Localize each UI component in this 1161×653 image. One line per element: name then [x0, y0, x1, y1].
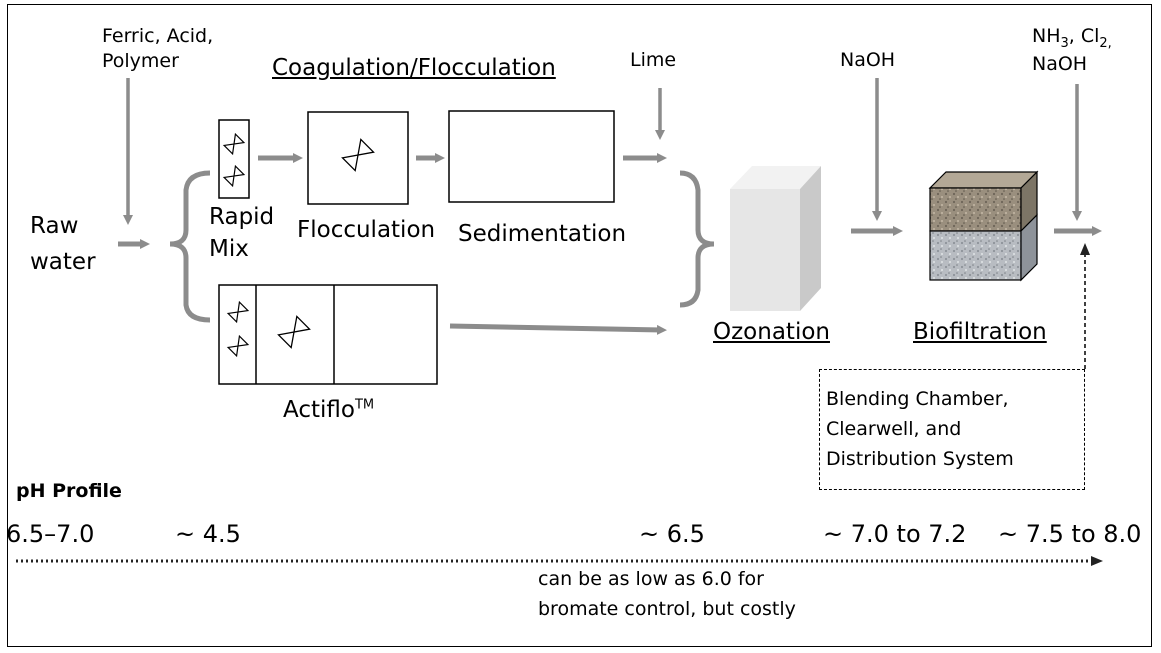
rapid-mix-tank [218, 119, 250, 199]
label-ferric-acid-polymer-2: Polymer [102, 50, 179, 72]
label-raw-water-1: Raw [30, 213, 79, 239]
label-rapid-mix-1: Rapid [209, 204, 275, 230]
label-ferric-acid-polymer-1: Ferric, Acid, [102, 25, 214, 47]
label-final-chemicals-2: NaOH [1032, 53, 1088, 75]
ph-value-after-coagulation: ~ 4.5 [175, 520, 241, 548]
label-final-chemicals-1: NH3, Cl2, [1032, 25, 1112, 51]
split-brace [169, 170, 211, 323]
actiflo-unit [218, 284, 438, 385]
mixer-icon [222, 132, 246, 156]
ph-value-after-naoh: ~ 7.0 to 7.2 [823, 520, 967, 548]
ph-note-line-2: bromate control, but costly [538, 598, 796, 620]
mixer-icon [277, 315, 311, 349]
note-line-1: Blending Chamber, [826, 388, 1009, 410]
mixer-icon [341, 138, 375, 172]
note-line-3: Distribution System [826, 448, 1014, 470]
flow-arrow-from-actiflo [449, 323, 667, 335]
ph-value-final: ~ 7.5 to 8.0 [998, 520, 1142, 548]
flocculation-tank [307, 111, 409, 205]
note-line-2: Clearwell, and [826, 418, 962, 440]
label-raw-water-2: water [30, 249, 96, 275]
mixer-icon [226, 334, 250, 358]
mixer-icon [222, 164, 246, 188]
label-naoh: NaOH [840, 49, 896, 71]
label-sedimentation: Sedimentation [458, 221, 627, 247]
heading-coagulation-flocculation: Coagulation/Flocculation [272, 55, 556, 81]
sedimentation-tank [448, 110, 615, 203]
ph-note-line-1: can be as low as 6.0 for [538, 568, 764, 590]
merge-brace [679, 170, 715, 308]
biofilter [928, 170, 1039, 282]
heading-ph-profile: pH Profile [16, 480, 122, 502]
label-flocculation: Flocculation [297, 217, 436, 243]
label-ozonation: Ozonation [713, 319, 830, 345]
label-rapid-mix-2: Mix [209, 236, 249, 262]
distribution-note-box [819, 369, 1085, 490]
label-biofiltration: Biofiltration [913, 319, 1047, 345]
label-actiflo: ActifloTM [283, 397, 375, 423]
diagram-frame [7, 4, 1152, 647]
ph-value-raw: 6.5–7.0 [6, 520, 95, 548]
mixer-icon [226, 300, 250, 324]
ozonation-contactor [730, 166, 821, 311]
label-lime: Lime [630, 49, 677, 71]
ph-value-after-lime: ~ 6.5 [639, 520, 705, 548]
